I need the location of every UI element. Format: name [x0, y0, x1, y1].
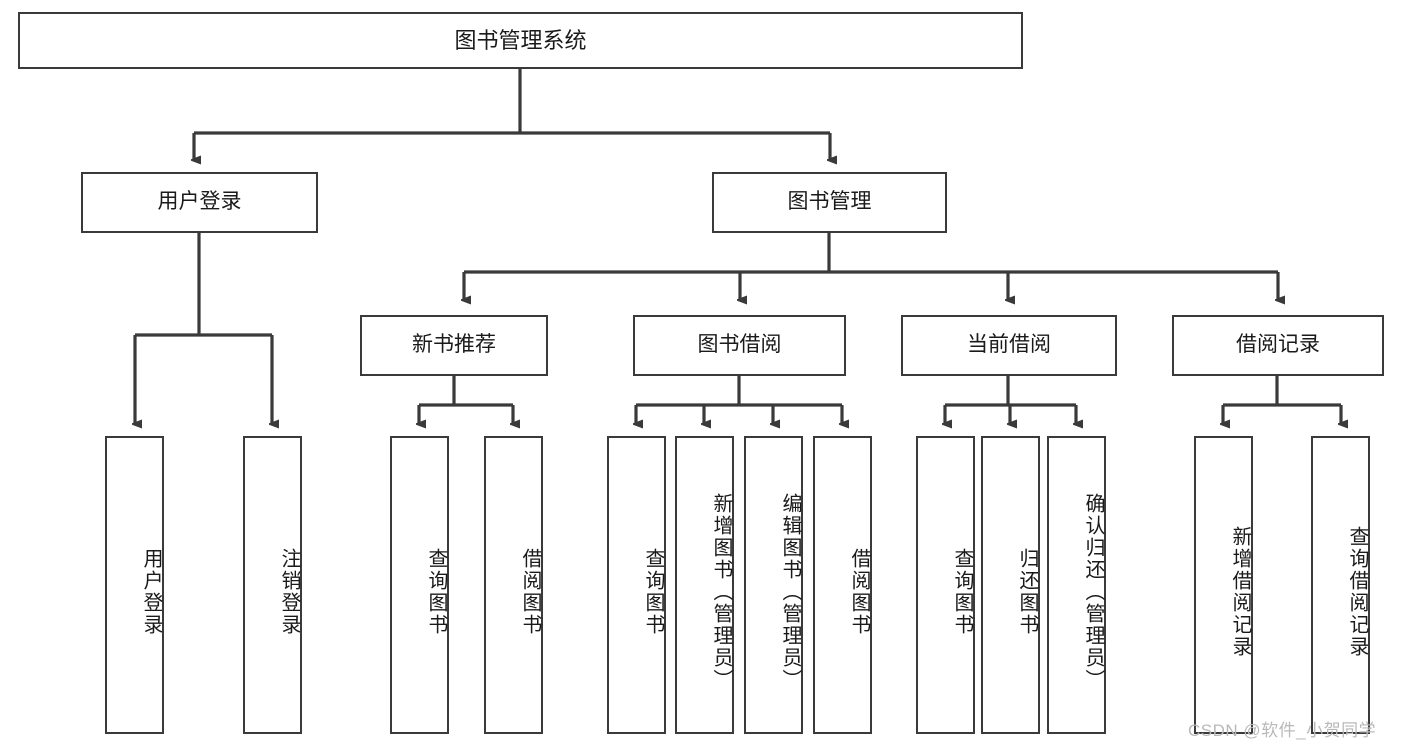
node-label: 图书借阅: [697, 333, 782, 357]
node-leaf-query-record[interactable]: 查询借阅记录: [1311, 436, 1370, 734]
node-leaf-confirm-return[interactable]: 确认归还（管理员）: [1047, 436, 1106, 734]
node-label: 查询图书: [951, 548, 973, 636]
node-leaf-query-book-3[interactable]: 查询图书: [916, 436, 975, 734]
node-leaf-user-logout[interactable]: 注销登录: [243, 436, 302, 734]
node-label: 编辑图书（管理员）: [779, 493, 801, 691]
node-leaf-borrow-book-1[interactable]: 借阅图书: [484, 436, 543, 734]
node-label: 图书管理系统: [454, 27, 587, 53]
node-leaf-add-record[interactable]: 新增借阅记录: [1194, 436, 1253, 734]
node-book-manage[interactable]: 图书管理: [712, 172, 947, 233]
node-book-borrow[interactable]: 图书借阅: [633, 315, 846, 376]
node-label: 借阅图书: [519, 548, 541, 636]
node-label: 用户登录: [157, 190, 242, 214]
node-label: 查询图书: [642, 548, 664, 636]
node-label: 新书推荐: [412, 333, 496, 357]
node-user-login[interactable]: 用户登录: [81, 172, 318, 233]
node-leaf-query-book-2[interactable]: 查询图书: [607, 436, 666, 734]
node-current-borrow[interactable]: 当前借阅: [901, 315, 1117, 376]
node-label: 归还图书: [1016, 548, 1038, 636]
node-leaf-query-book-1[interactable]: 查询图书: [390, 436, 449, 734]
node-new-book-recommend[interactable]: 新书推荐: [360, 315, 548, 376]
node-root-system[interactable]: 图书管理系统: [18, 12, 1023, 69]
node-label: 新增借阅记录: [1229, 526, 1251, 658]
node-label: 借阅图书: [848, 548, 870, 636]
node-leaf-add-book[interactable]: 新增图书（管理员）: [675, 436, 734, 734]
watermark-text: CSDN @软件_小贺同学: [1188, 721, 1377, 740]
node-label: 注销登录: [278, 548, 300, 636]
node-leaf-return-book[interactable]: 归还图书: [981, 436, 1040, 734]
node-borrow-record[interactable]: 借阅记录: [1172, 315, 1384, 376]
node-label: 确认归还（管理员）: [1082, 493, 1104, 691]
node-label: 当前借阅: [967, 333, 1051, 357]
node-label: 借阅记录: [1236, 333, 1320, 357]
node-leaf-borrow-book-2[interactable]: 借阅图书: [813, 436, 872, 734]
node-label: 新增图书（管理员）: [710, 493, 732, 691]
node-label: 查询图书: [425, 548, 447, 636]
node-leaf-edit-book[interactable]: 编辑图书（管理员）: [744, 436, 803, 734]
node-leaf-user-login[interactable]: 用户登录: [105, 436, 164, 734]
node-label: 用户登录: [140, 548, 162, 636]
node-label: 查询借阅记录: [1346, 526, 1368, 658]
node-label: 图书管理: [787, 190, 872, 214]
